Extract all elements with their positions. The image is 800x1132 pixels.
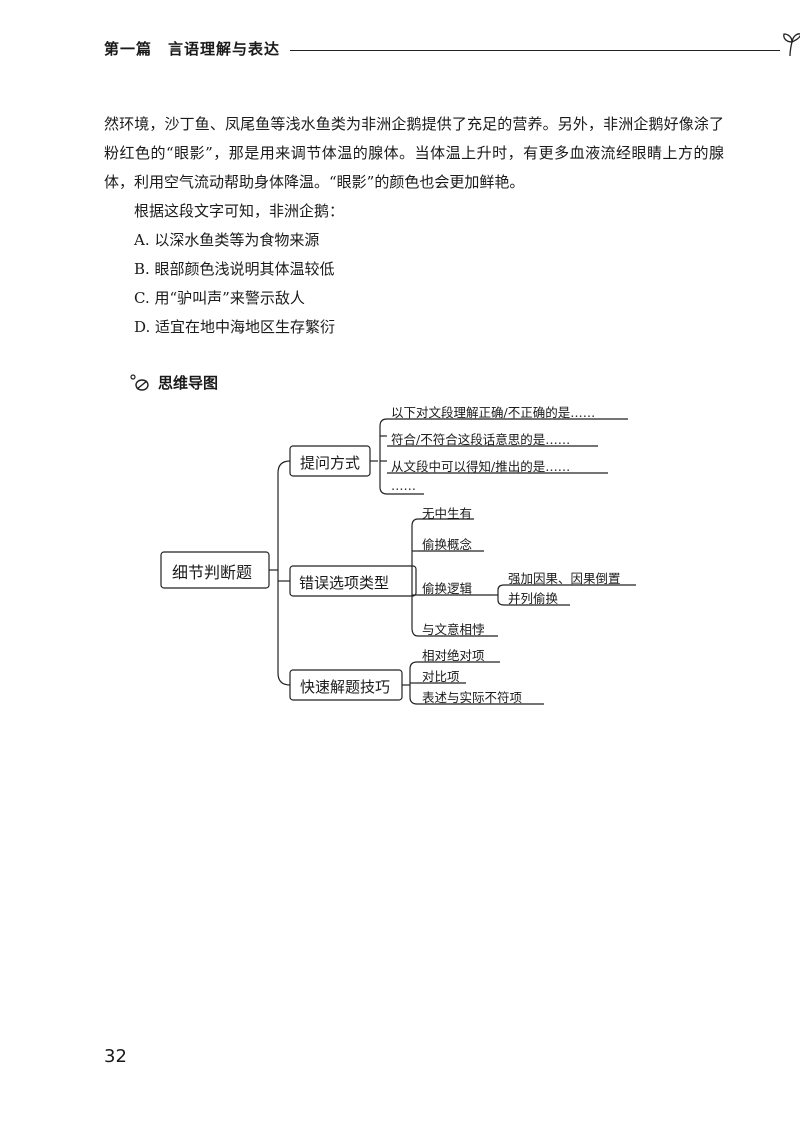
- question-block: 然环境，沙丁鱼、凤尾鱼等浅水鱼类为非洲企鹅提供了充足的营养。另外，非洲企鹅好像涂…: [104, 110, 724, 342]
- header-rule: [290, 50, 780, 51]
- option-c: C. 用“驴叫声”来警示敌人: [134, 289, 305, 307]
- leaf-wrong-logic-sub-1: 强加因果、因果倒置: [508, 571, 621, 586]
- leaf-quick-tip-2: 对比项: [422, 669, 460, 684]
- page-number: 32: [104, 1046, 127, 1067]
- page-header: 第一篇 言语理解与表达: [104, 33, 800, 68]
- passage-text: 然环境，沙丁鱼、凤尾鱼等浅水鱼类为非洲企鹅提供了充足的营养。另外，非洲企鹅好像涂…: [104, 115, 724, 191]
- branch-wrong-option-types: 错误选项类型: [299, 574, 390, 592]
- leaf-quick-tip-1: 相对绝对项: [422, 648, 485, 663]
- chapter-title: 第一篇 言语理解与表达: [104, 40, 281, 58]
- leaf-question-format-3: 从文段中可以得知/推出的是……: [391, 459, 571, 474]
- sprout-icon: [783, 33, 800, 57]
- option-a: A. 以深水鱼类等为食物来源: [134, 231, 320, 249]
- mindmap-root: 细节判断题: [172, 563, 253, 582]
- leaf-wrong-type-2: 偷换概念: [422, 537, 473, 552]
- branch-question-format: 提问方式: [300, 454, 361, 472]
- mindmap-icon: [130, 373, 149, 391]
- leaf-question-format-4: ……: [391, 478, 416, 493]
- mindmap-heading-text: 思维导图: [158, 374, 219, 392]
- mindmap-heading: 思维导图: [130, 372, 218, 393]
- leaf-wrong-type-1: 无中生有: [422, 506, 473, 521]
- leaf-quick-tip-3: 表述与实际不符项: [422, 690, 523, 705]
- leaf-wrong-type-4: 与文意相悖: [422, 622, 485, 637]
- leaf-question-format-1: 以下对文段理解正确/不正确的是……: [391, 405, 596, 420]
- option-d: D. 适宜在地中海地区生存繁衍: [134, 318, 336, 336]
- question-stem: 根据这段文字可知，非洲企鹅：: [134, 202, 345, 220]
- leaf-wrong-logic-sub-2: 并列偷换: [508, 591, 559, 606]
- leaf-question-format-2: 符合/不符合这段话意思的是……: [391, 432, 571, 447]
- branch-quick-tips: 快速解题技巧: [300, 678, 391, 696]
- option-b: B. 眼部颜色浅说明其体温较低: [134, 260, 335, 278]
- leaf-wrong-type-3: 偷换逻辑: [422, 581, 473, 596]
